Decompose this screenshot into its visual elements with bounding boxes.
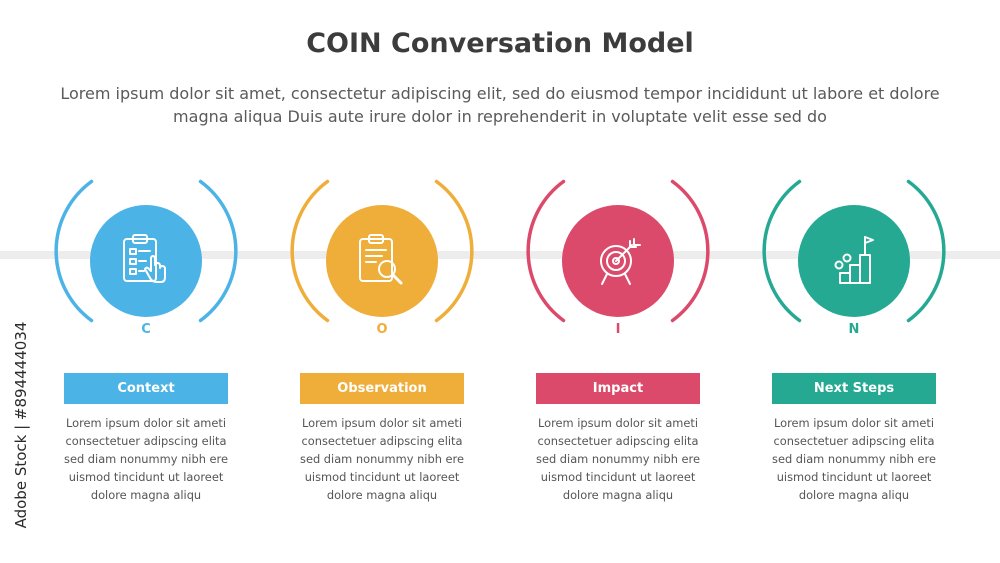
clipboard-hand-icon: [123, 234, 166, 283]
step-label: Observation: [300, 373, 464, 404]
step-label: Impact: [536, 373, 700, 404]
step-context: C Context Lorem ipsum dolor sit ameti co…: [46, 176, 246, 506]
ring-brackets: [526, 179, 710, 323]
page-title: COIN Conversation Model: [306, 28, 694, 59]
page-subtitle: Lorem ipsum dolor sit amet, consectetur …: [60, 84, 940, 126]
step-description: Lorem ipsum dolor sit ameti consectetuer…: [64, 416, 228, 502]
step-label: Context: [64, 373, 228, 404]
clipboard-magnifier-icon: [359, 234, 403, 285]
step-circle: [798, 205, 910, 317]
step-circle: [326, 205, 438, 317]
step-description: Lorem ipsum dolor sit ameti consectetuer…: [772, 416, 936, 502]
podium-flag-icon: [834, 236, 874, 284]
stock-watermark: Adobe Stock | #894444034: [6, 300, 36, 550]
ring-brackets: [54, 179, 238, 323]
watermark-text: Adobe Stock | #894444034: [12, 321, 30, 529]
step-impact: I Impact Lorem ipsum dolor sit ameti con…: [518, 176, 718, 506]
step-label: Next Steps: [772, 373, 936, 404]
step-description: Lorem ipsum dolor sit ameti consectetuer…: [300, 416, 464, 502]
ring-brackets: [762, 179, 946, 323]
step-circle: [562, 205, 674, 317]
connector-line: [0, 251, 1000, 259]
target-arrow-icon: [600, 238, 641, 285]
step-observation: O Observation Lorem ipsum dolor sit amet…: [282, 176, 482, 506]
step-description: Lorem ipsum dolor sit ameti consectetuer…: [536, 416, 700, 502]
step-letter: O: [376, 322, 388, 337]
step-circle: [90, 205, 202, 317]
step-letter: N: [848, 322, 860, 337]
step-letter: I: [615, 322, 621, 337]
step-next-steps: N Next Steps Lorem ipsum dolor sit ameti…: [754, 176, 954, 506]
ring-brackets: [290, 179, 474, 323]
step-letter: C: [141, 322, 151, 337]
